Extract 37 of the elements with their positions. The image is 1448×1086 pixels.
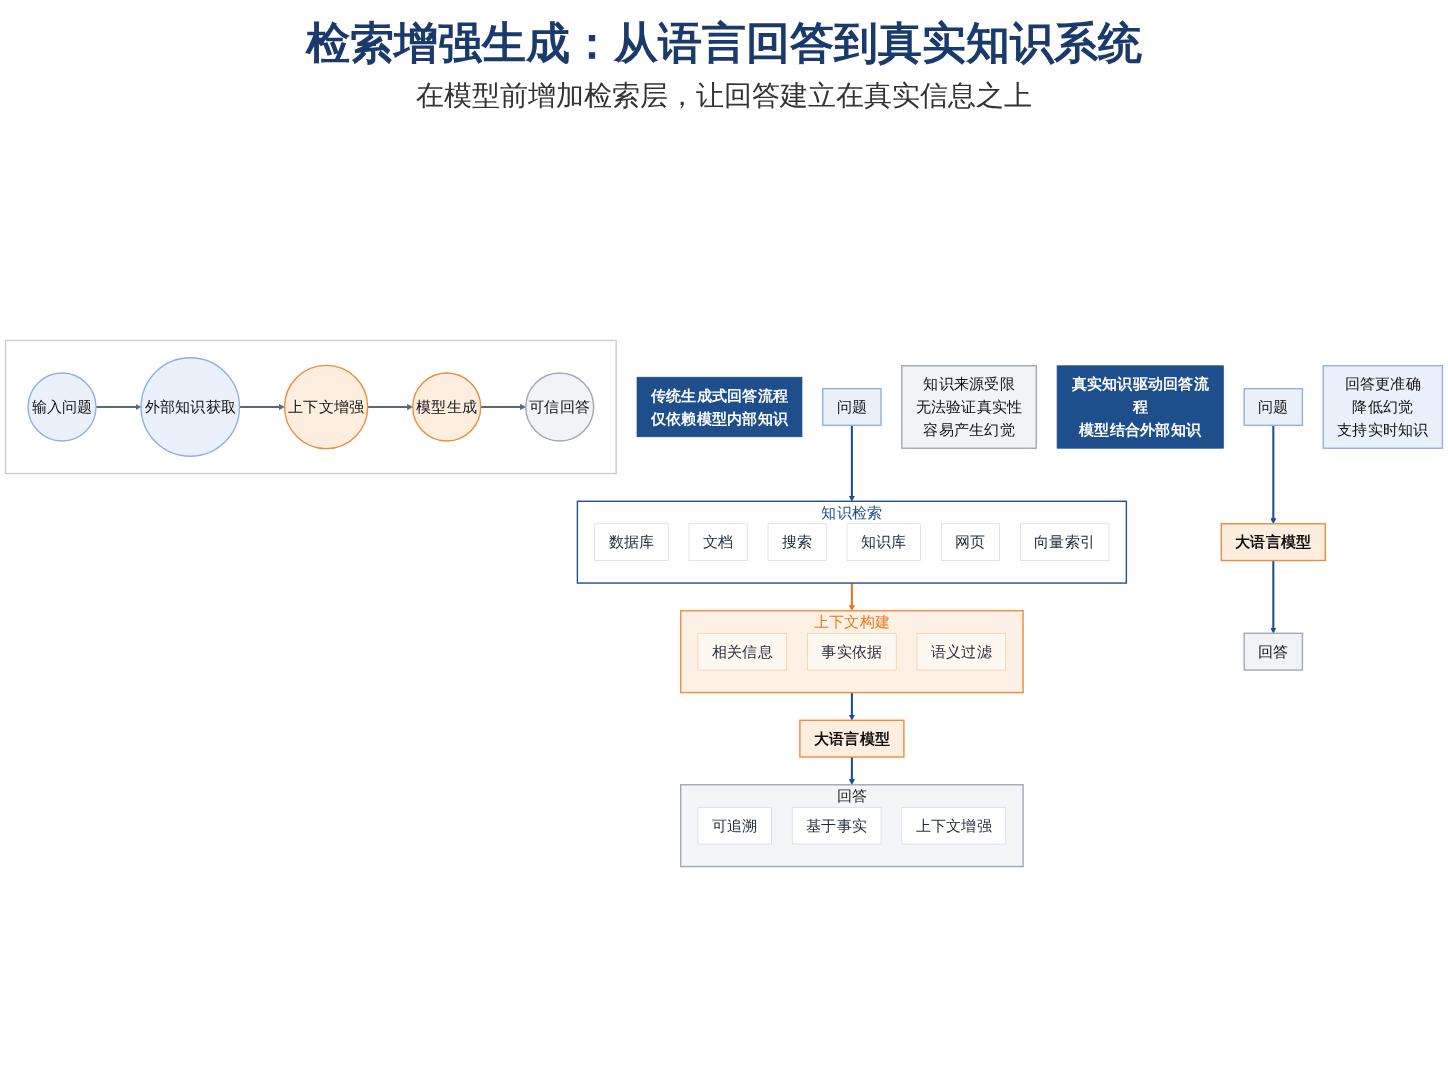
node-box: 知识来源受限 无法验证真实性 容易产生幻觉 — [901, 365, 1037, 449]
node-box: 问题 — [822, 387, 882, 427]
arrow — [1270, 425, 1277, 525]
node-box: 基于事实 — [791, 806, 882, 845]
cluster — [4, 339, 617, 475]
node-box: 回答更准确 降低幻觉 支持实时知识 — [1322, 365, 1444, 449]
node-box: 大语言模型 — [1220, 523, 1326, 562]
node-circle: 模型生成 — [412, 372, 482, 442]
node-box: 知识库 — [846, 523, 921, 561]
node-box: 回答 — [1243, 632, 1304, 671]
node-box: 问题 — [1243, 387, 1304, 427]
node-box: 向量索引 — [1019, 523, 1110, 561]
node-circle: 输入问题 — [27, 372, 97, 442]
node-circle: 可信回答 — [525, 372, 595, 442]
node-box: 大语言模型 — [799, 719, 905, 758]
node-box: 真实知识驱动回答流程 模型结合外部知识 — [1056, 365, 1224, 449]
arrow — [848, 692, 855, 721]
node-box: 传统生成式回答流程 仅依赖模型内部知识 — [636, 376, 803, 438]
title: 检索增强生成：从语言回答到真实知识系统 — [304, 17, 1143, 69]
arrow — [96, 403, 142, 411]
node-box: 数据库 — [594, 523, 669, 561]
node-box: 可追溯 — [697, 806, 772, 845]
node-box: 文档 — [688, 523, 748, 561]
arrow — [848, 583, 855, 612]
subtitle: 在模型前增加检索层，让回答建立在真实信息之上 — [415, 79, 1033, 113]
node-box: 网页 — [940, 523, 1000, 561]
arrow — [1270, 560, 1277, 634]
node-circle: 外部知识获取 — [140, 357, 241, 457]
node-box: 搜索 — [767, 523, 827, 561]
node-box: 上下文增强 — [901, 806, 1007, 845]
arrow — [239, 403, 285, 411]
node-box: 事实依据 — [807, 632, 897, 671]
arrow — [848, 757, 855, 786]
node-circle: 上下文增强 — [283, 364, 369, 450]
node-box: 相关信息 — [697, 632, 788, 671]
arrow — [848, 425, 855, 502]
node-box: 语义过滤 — [916, 632, 1007, 671]
